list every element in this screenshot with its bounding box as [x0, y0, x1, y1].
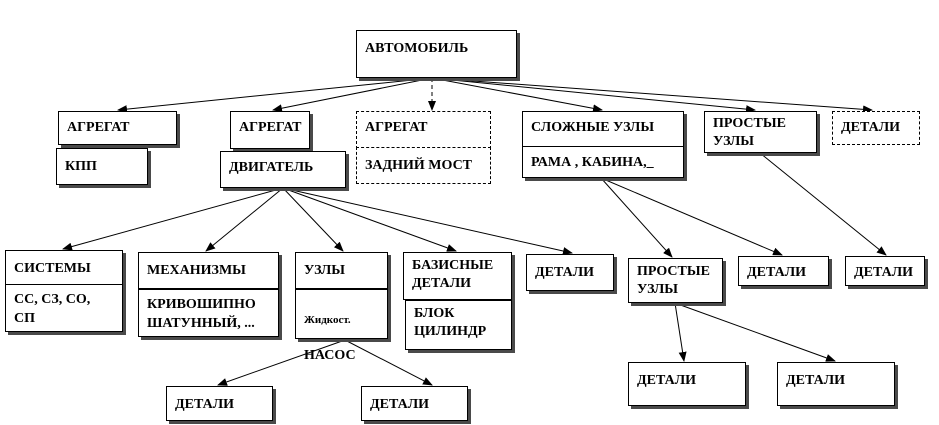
complex-units-box: СЛОЖНЫЕ УЗЛЫ	[522, 111, 684, 149]
arrow-simple-to-details-right	[674, 302, 836, 362]
mechanisms-detail-box: КРИВОШИПНО ШАТУННЫЙ, ...	[138, 289, 279, 337]
simple-units-top-box: ПРОСТЫЕ УЗЛЫ	[704, 111, 817, 153]
arrow-pump-to-details-left	[217, 339, 346, 386]
details-top-box: ДЕТАЛИ	[832, 111, 920, 145]
units-box: УЗЛЫ	[295, 252, 388, 289]
basic-details-box: БАЗИСНЫЕ ДЕТАЛИ	[403, 252, 512, 300]
arrow-root-to-agg-engine	[272, 77, 433, 113]
kpp-box: КПП	[56, 148, 148, 185]
simple-units-mid-box: ПРОСТЫЕ УЗЛЫ	[628, 258, 723, 303]
details-simple-right-box: ДЕТАЛИ	[777, 362, 895, 406]
details-engine-box: ДЕТАЛИ	[526, 254, 614, 291]
arrow-root-to-complex-units	[431, 77, 603, 113]
aggregate-axle-box: АГРЕГАТ	[356, 111, 491, 149]
arrow-engine-to-units	[282, 187, 344, 252]
frame-cabin-box: РАМА , КАБИНА,_	[522, 146, 684, 178]
arrow-frame-to-simple-units	[600, 177, 673, 258]
arrow-engine-to-details	[282, 187, 573, 255]
arrow-engine-to-systems	[62, 187, 284, 251]
rear-axle-box: ЗАДНИЙ МОСТ	[356, 147, 491, 184]
pump-box: Жидкост. НАСОС	[295, 289, 388, 363]
systems-box: СИСТЕМЫ	[5, 250, 123, 287]
arrow-frame-to-details	[600, 177, 783, 256]
arrow-engine-to-basic-details	[282, 187, 457, 252]
cylinder-block-box: БЛОК ЦИЛИНДР	[405, 300, 512, 350]
pump-label: НАСОС	[304, 348, 356, 363]
pump-label-small: Жидкост.	[304, 314, 351, 326]
details-mid2-box: ДЕТАЛИ	[845, 256, 925, 286]
arrow-pump-to-details-right	[344, 339, 433, 386]
aggregate-engine-box: АГРЕГАТ	[230, 111, 310, 149]
aggregate-kpp-box: АГРЕГАТ	[58, 111, 177, 145]
arrow-simple-to-details-left	[674, 302, 687, 362]
root-automobile-box: АВТОМОБИЛЬ	[356, 30, 517, 78]
arrow-root-to-details	[431, 77, 873, 114]
details-simple-left-box: ДЕТАЛИ	[628, 362, 746, 406]
arrow-engine-to-mechanisms	[205, 187, 284, 252]
systems-detail-box: СС, СЗ, СО, СП	[5, 284, 123, 332]
details-mid1-box: ДЕТАЛИ	[738, 256, 829, 286]
arrow-root-to-agg-kpp	[117, 77, 433, 114]
mechanisms-box: МЕХАНИЗМЫ	[138, 252, 279, 289]
arrow-simple-units-to-details	[759, 152, 887, 256]
engine-box: ДВИГАТЕЛЬ	[220, 151, 346, 188]
details-pump-right-box: ДЕТАЛИ	[361, 386, 468, 421]
arrow-root-to-simple-units	[431, 77, 756, 114]
details-pump-left-box: ДЕТАЛИ	[166, 386, 273, 421]
